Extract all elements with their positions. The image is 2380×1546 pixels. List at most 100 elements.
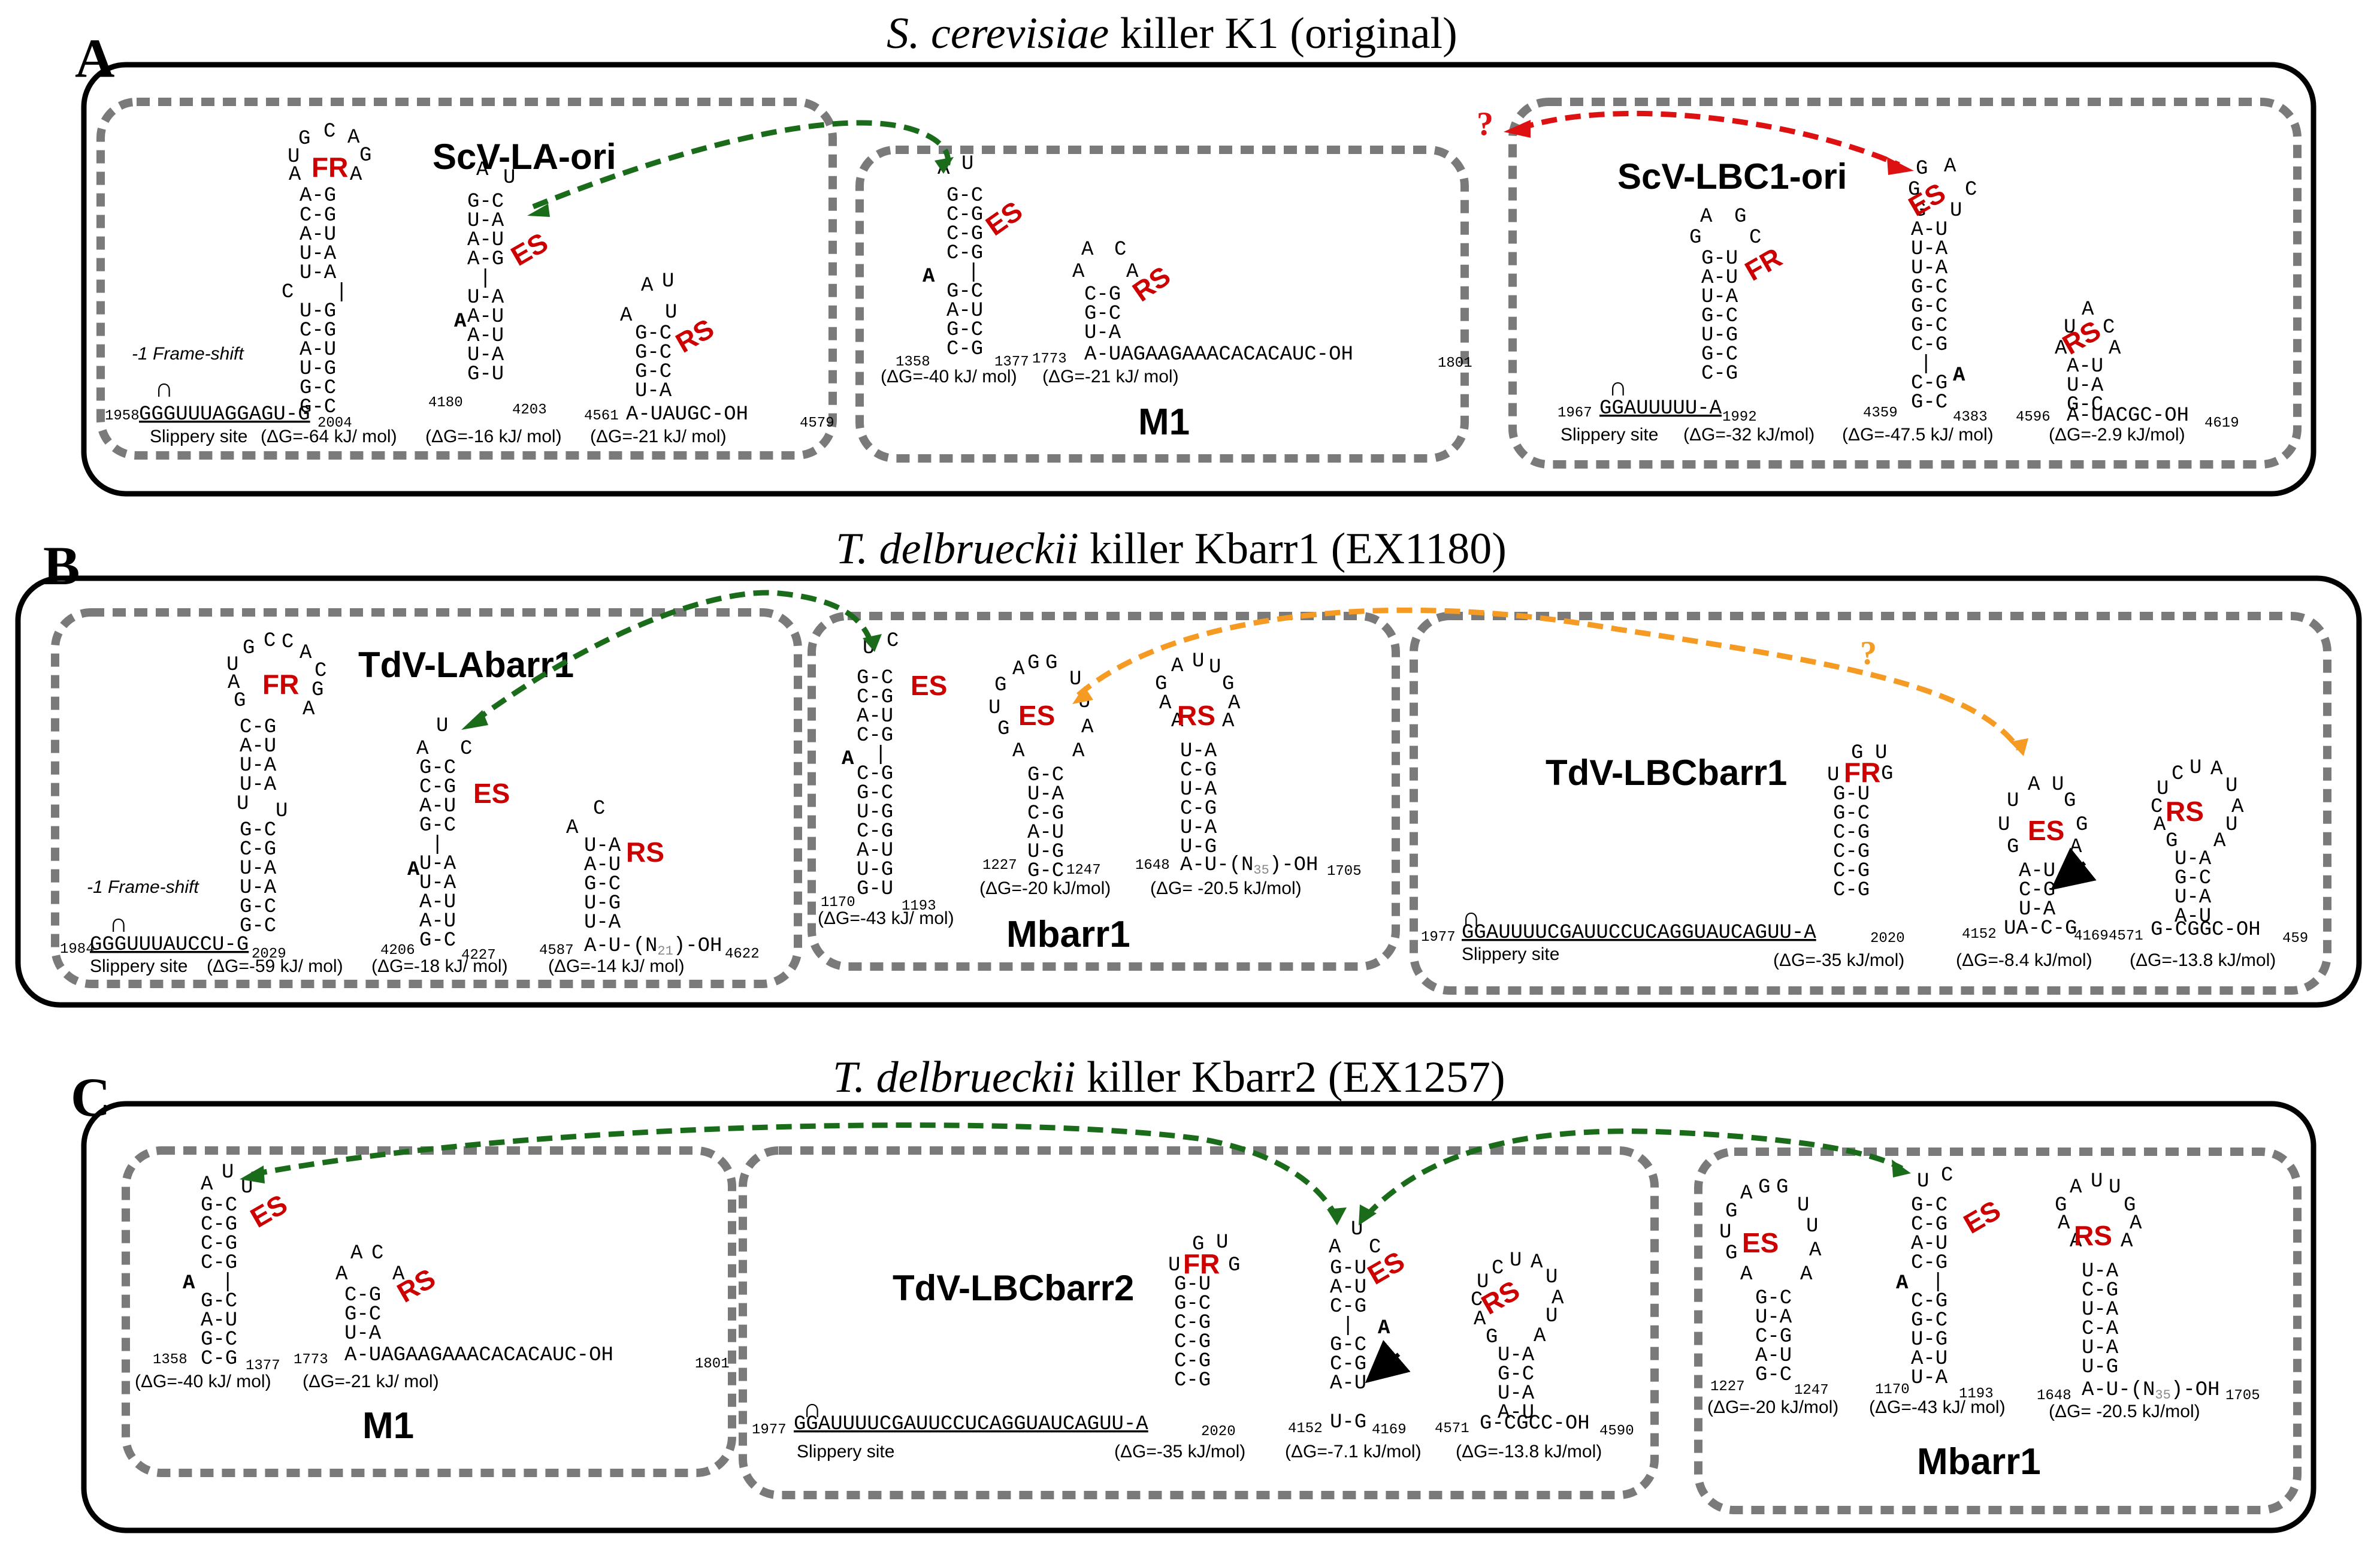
svg-text:U: U [961,153,973,176]
pos-b6: 4622 [725,946,760,962]
svg-text:U: U [2007,790,2019,813]
seq-c-lbc-es: U-G [1330,1411,1366,1434]
svg-text:A-U: A-U [467,229,504,252]
svg-text:C-G: C-G [1180,759,1217,782]
svg-text:C-G: C-G [1174,1350,1211,1373]
seq-b-lbc-fr: GGAUUUUCGAUUCCUCAGGUAUCAGUU-A [1462,922,1816,944]
arrow-a-red-head1 [1504,120,1531,138]
svg-text:|: | [1932,1271,1944,1294]
svg-text:C-G: C-G [300,319,336,342]
pos-b2: 2029 [252,946,286,962]
svg-text:C: C [1114,238,1126,261]
signal-rs-b-lbc: RS [2166,796,2204,827]
arrow-b-orange-head2 [2010,738,2028,756]
svg-text:A: A [1740,1263,1753,1286]
svg-text:G-C: G-C [300,377,336,400]
arrow-a-green [532,120,951,210]
svg-text:A: A [350,164,362,186]
panel-title-a-rest: killer K1 (original) [1109,9,1457,58]
seq-c-m-rs: A-U-(N35)-OH [2082,1379,2219,1403]
svg-text:C-G: C-G [1174,1331,1211,1354]
svg-text:U: U [2190,757,2201,780]
pos-b15: 4152 [1962,926,1997,943]
svg-text:G: G [298,128,310,150]
dg-a-m1-rs: (ΔG=-21 kJ/ mol) [1042,367,1179,386]
svg-text:U: U [2109,1176,2121,1199]
dg-b-m-rs: (ΔG= -20.5 kJ/mol) [1150,878,1302,898]
svg-text:A-U: A-U [300,339,336,361]
dg-c-m1-rs: (ΔG=-21 kJ/ mol) [303,1372,439,1391]
svg-text:G: G [1192,1233,1204,1256]
svg-text:U: U [226,654,238,677]
svg-text:U: U [1719,1221,1731,1244]
svg-text:U: U [2064,316,2076,339]
svg-text:U: U [1950,200,1962,222]
svg-text:A: A [2058,1212,2070,1235]
panel-title-c: T. delbrueckii killer Kbarr2 (EX1257) [833,1053,1505,1102]
arrow-c-green-2 [1363,1128,1904,1219]
bulge-b-m: A [842,748,854,771]
signal-rs-b-la: RS [626,837,664,868]
pos-b11: 1648 [1135,857,1170,874]
svg-text:G-C: G-C [1911,1309,1947,1332]
pos-b8: 1193 [902,898,936,914]
svg-text:U-A: U-A [1755,1306,1792,1329]
seq-a-m1-rs: A-UAGAAGAAACACACAUC-OH [1084,343,1353,366]
panel-title-c-species: T. delbrueckii [833,1053,1076,1102]
arrow-b-green-head2 [863,634,882,652]
arrow-a-green-head1 [527,204,550,217]
svg-text:U-A: U-A [300,243,337,265]
svg-text:G: G [1908,179,1920,201]
svg-text:U: U [1477,1271,1489,1294]
svg-text:G: G [1758,1176,1770,1199]
svg-text:A-U: A-U [1330,1276,1366,1299]
panel-b-frame [15,575,2362,1008]
panel-a: A S. cerevisiae killer K1 (original) ScV… [75,9,2317,497]
svg-text:A-U: A-U [201,1309,237,1332]
svg-text:G-C: G-C [946,185,983,207]
frame-shift-arrow-a2: ∩ [1608,372,1628,401]
pos-c7: 4152 [1288,1421,1323,1437]
svg-text:C-G: C-G [344,1284,381,1307]
seq-a-la-fr: GGGUUUAGGAGU-G [139,403,310,426]
svg-text:U-A: U-A [240,877,277,899]
box-tdv-labarr1 [51,608,802,988]
svg-text:C-G: C-G [1911,1213,1947,1236]
svg-text:G: G [234,690,246,712]
bulge-b-la: A [407,859,420,881]
pos-c11: 1227 [1710,1379,1745,1395]
svg-text:U-G: U-G [300,300,336,323]
svg-text:G-C: G-C [419,814,456,837]
svg-text:C-G: C-G [1911,1290,1947,1313]
box-tdv-lbcbarr1 [1410,612,2331,995]
svg-text:A-U: A-U [1911,1233,1947,1255]
dg-a-la-fr: (ΔG=-64 kJ/ mol) [261,427,397,446]
svg-text:A-U: A-U [419,795,456,818]
svg-text:U: U [503,167,515,189]
svg-text:U: U [1546,1305,1558,1328]
svg-text:G-U: G-U [857,878,893,901]
svg-text:U-A: U-A [240,754,277,777]
svg-text:C: C [2103,316,2115,339]
svg-text:C: C [1941,1164,1953,1187]
dg-c-m-es2: (ΔG=-20 kJ/mol) [1707,1397,1838,1417]
svg-text:U-A: U-A [2082,1337,2119,1360]
svg-text:C-G: C-G [240,838,276,861]
slippery-c: Slippery site [797,1442,894,1462]
bulge-a-m1: A [923,265,935,288]
pos-b14: 2020 [1870,931,1905,947]
dg-b-la-rs: (ΔG=-14 kJ/ mol) [548,956,685,976]
pos-c1: 1358 [153,1352,188,1368]
svg-text:A: A [2070,836,2082,859]
svg-text:A: A [1012,740,1025,763]
stem-m1-es-a: AU G-CC-GC-G C-G| G-CA-UG-CC-G [938,153,983,361]
svg-text:A: A [416,738,429,760]
pos-a13: 4359 [1863,405,1898,421]
svg-text:A-U: A-U [1701,267,1738,289]
svg-text:U: U [1998,814,2010,837]
svg-text:C-G: C-G [1755,1325,1792,1348]
